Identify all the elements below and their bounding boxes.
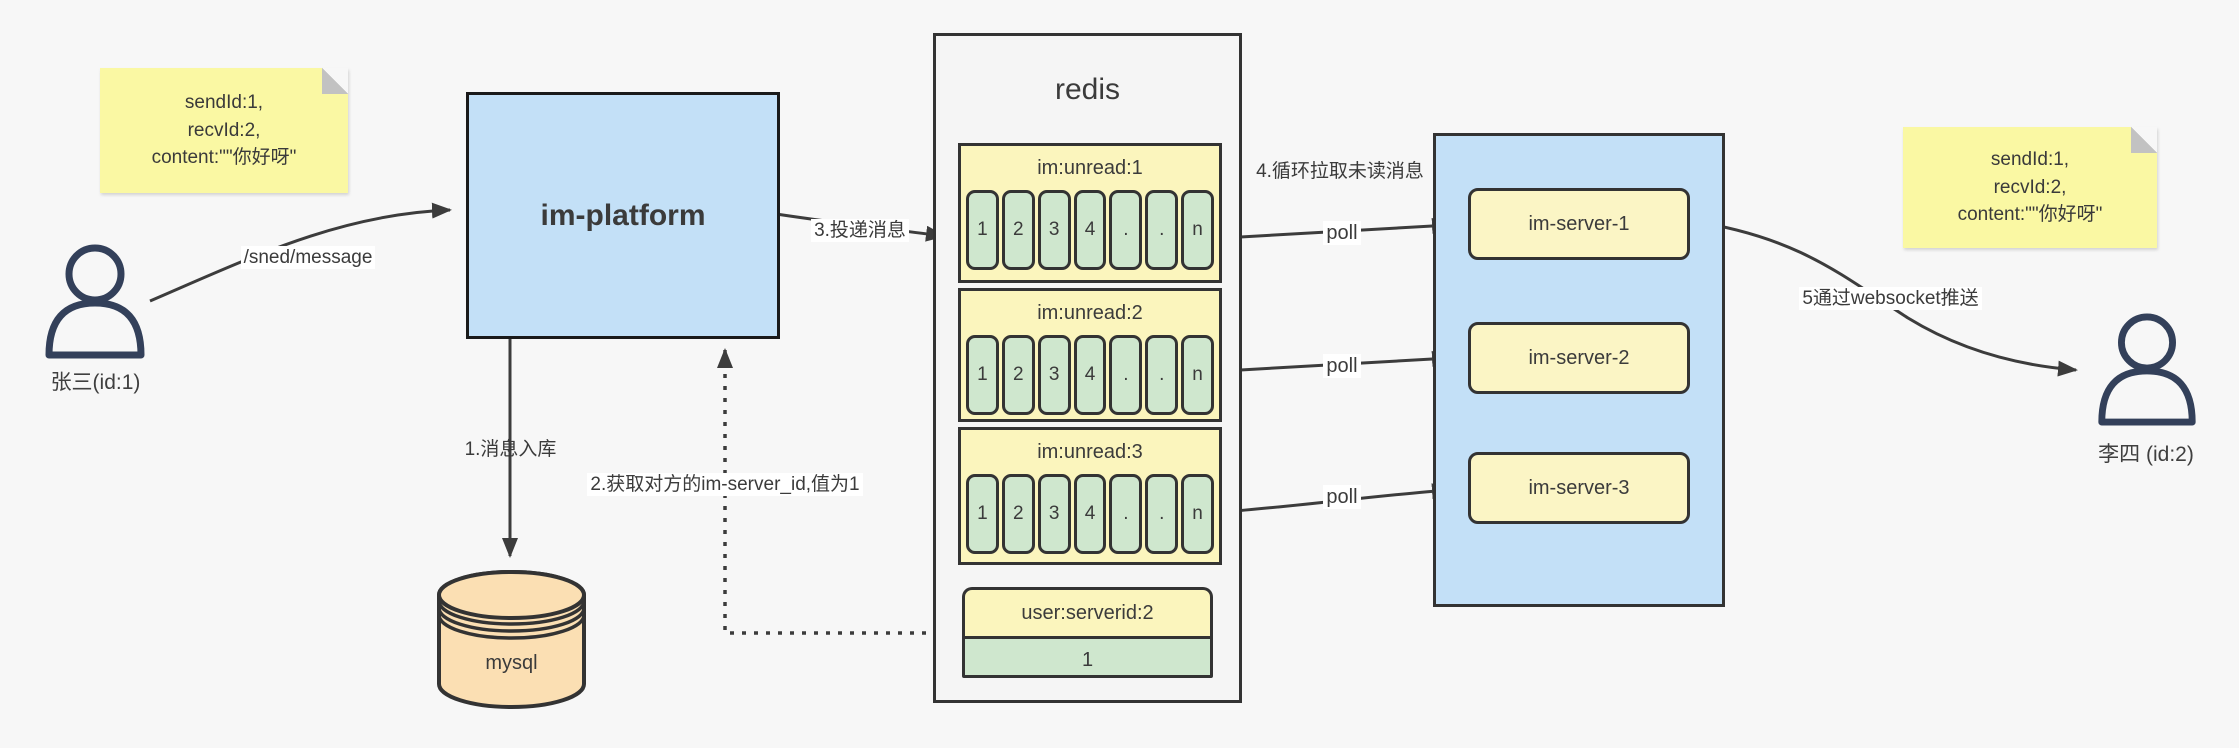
queue-im-unread-1: im:unread:1 1 2 3 4 . . n <box>958 143 1222 283</box>
im-server-3-box: im-server-3 <box>1468 452 1690 524</box>
queue-cell: 2 <box>1001 190 1035 270</box>
sticky-note-receiver: sendId:1, recvId:2, content:""你好呀" <box>1903 127 2157 248</box>
queue-cell: 4 <box>1073 190 1107 270</box>
note-line: recvId:2, <box>187 119 261 141</box>
queue-cell: 1 <box>966 474 999 554</box>
queue-cell: n <box>1181 335 1215 415</box>
edge-label-send: /sned/message <box>233 246 383 270</box>
actor-receiver-label: 李四 (id:2) <box>2098 443 2194 466</box>
note-line: content:""你好呀" <box>151 147 297 169</box>
queue-cell: 1 <box>966 335 999 415</box>
note-fold-icon <box>2131 127 2157 153</box>
queue-cell: 1 <box>966 190 999 270</box>
actor-sender-icon <box>45 244 145 359</box>
queue-cell: . <box>1109 190 1143 270</box>
note-line: sendId:1, <box>184 92 264 114</box>
mysql-label: mysql <box>485 652 538 674</box>
queue-im-unread-2: im:unread:2 1 2 3 4 . . n <box>958 288 1222 422</box>
edge-label-lookup: 2.获取对方的im-server_id,值为1 <box>578 473 872 497</box>
queue-cell: 3 <box>1037 474 1071 554</box>
queue-cell: 4 <box>1073 335 1107 415</box>
actor-receiver-icon <box>2098 313 2196 426</box>
note-fold-icon <box>322 68 348 94</box>
im-server-2-box: im-server-2 <box>1468 322 1690 394</box>
edge-label-poll-1: poll <box>1315 221 1369 246</box>
redis-title: redis <box>1054 73 1121 106</box>
queue-cell: 3 <box>1037 190 1071 270</box>
queue-cell: . <box>1145 474 1179 554</box>
im-server-2-label: im-server-2 <box>1528 346 1630 369</box>
edge-label-poll-3: poll <box>1315 485 1369 510</box>
queue-cell: . <box>1145 335 1179 415</box>
edge-label-deliver: 3.投递消息 <box>806 219 914 243</box>
user-serverid-box: user:serverid:2 1 <box>962 587 1213 678</box>
mysql-db-icon <box>437 570 586 709</box>
note-line: recvId:2, <box>1993 176 2067 198</box>
sticky-note-sender: sendId:1, recvId:2, content:""你好呀" <box>100 68 348 193</box>
im-platform-box: im-platform <box>466 92 780 339</box>
queue-cell: n <box>1181 474 1215 554</box>
edge-label-poll-2: poll <box>1315 354 1369 379</box>
im-server-3-label: im-server-3 <box>1528 476 1630 499</box>
edge-label-pull: 4.循环拉取未读消息 <box>1256 161 1424 182</box>
queue-cell: 4 <box>1073 474 1107 554</box>
queue-name: im:unread:3 <box>1037 440 1143 463</box>
queue-cell: 2 <box>1001 335 1035 415</box>
im-server-1-label: im-server-1 <box>1528 212 1630 235</box>
edge-label-push: 5通过websocket推送 <box>1788 287 1993 311</box>
note-line: content:""你好呀" <box>1957 204 2103 226</box>
queue-cells: 1 2 3 4 . . n <box>961 335 1219 415</box>
edge-label-store: 1.消息入库 <box>464 439 557 460</box>
queue-name: im:unread:1 <box>1037 156 1143 179</box>
queue-cell: n <box>1181 190 1215 270</box>
user-serverid-value: 1 <box>965 636 1210 675</box>
queue-cell: . <box>1109 474 1143 554</box>
im-server-1-box: im-server-1 <box>1468 188 1690 260</box>
queue-cell: . <box>1109 335 1143 415</box>
queue-cell: 2 <box>1001 474 1035 554</box>
queue-cell: . <box>1145 190 1179 270</box>
queue-im-unread-3: im:unread:3 1 2 3 4 . . n <box>958 427 1222 565</box>
queue-cells: 1 2 3 4 . . n <box>961 190 1219 270</box>
user-serverid-key: user:serverid:2 <box>1021 601 1154 624</box>
im-platform-label: im-platform <box>540 198 706 232</box>
note-line: sendId:1, <box>1990 149 2070 171</box>
queue-cells: 1 2 3 4 . . n <box>961 474 1219 554</box>
actor-sender-label: 张三(id:1) <box>50 371 141 394</box>
queue-name: im:unread:2 <box>1037 301 1143 324</box>
queue-cell: 3 <box>1037 335 1071 415</box>
